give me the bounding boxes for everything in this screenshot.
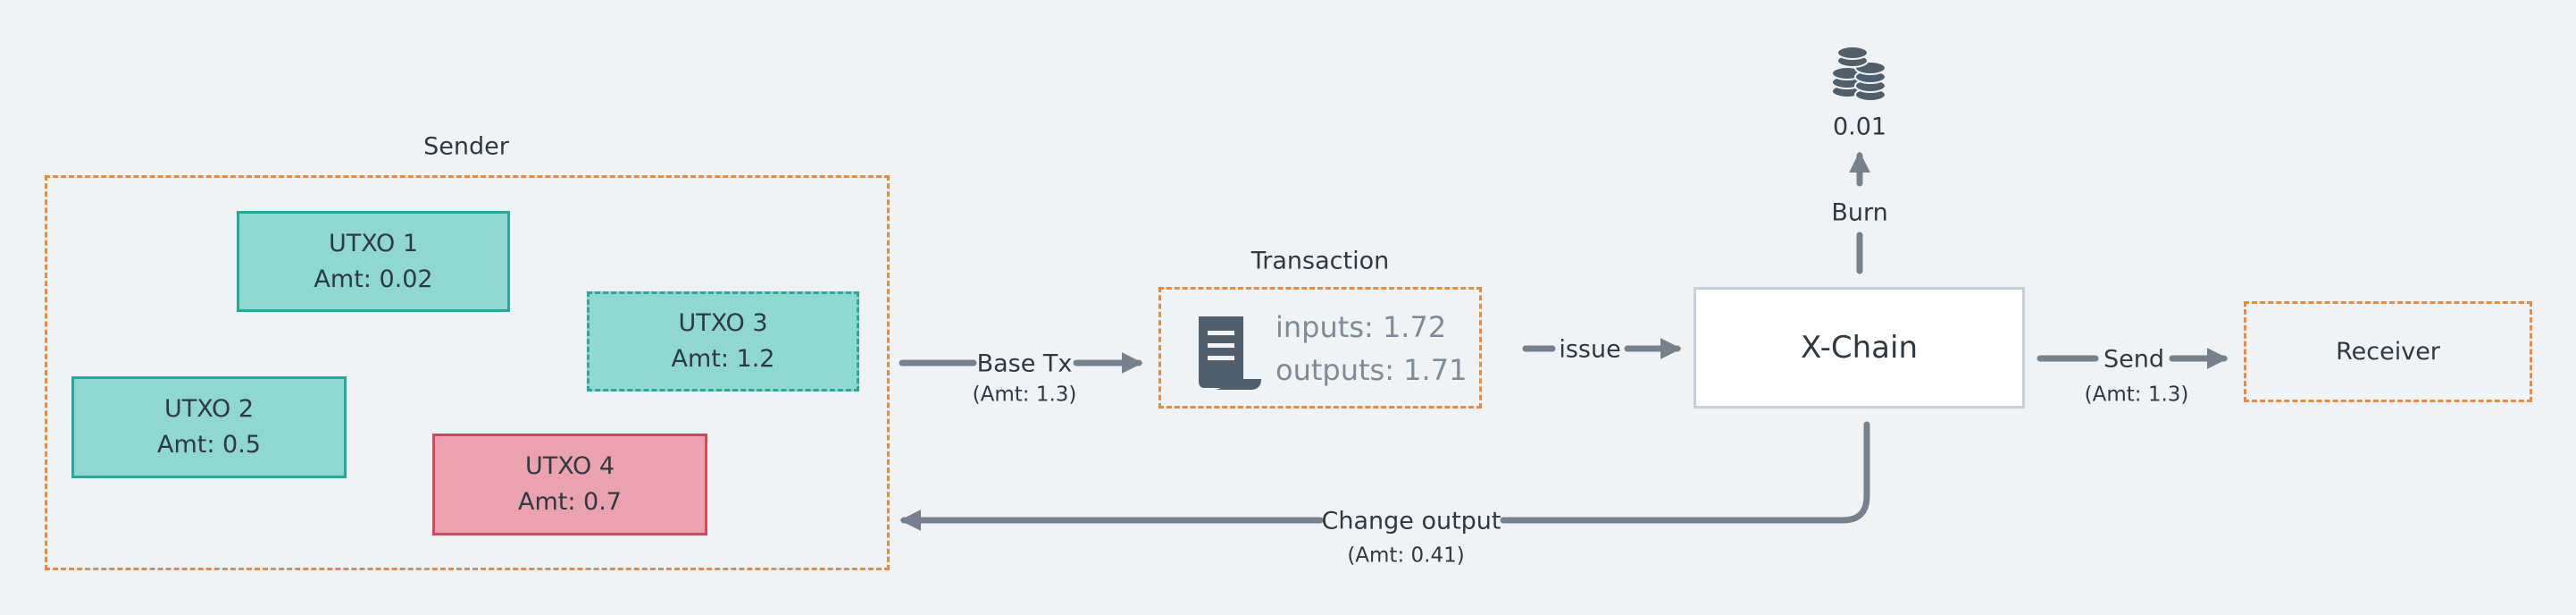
utxo-1-name: UTXO 1 [328,229,419,257]
change-output-arrow-right [1500,421,1870,524]
receiver-label: Receiver [2336,338,2440,366]
burn-value: 0.01 [1832,113,1887,141]
utxo-4-name: UTXO 4 [524,452,615,480]
base-tx-amount: (Amt: 1.3) [972,383,1077,407]
receipt-icon [1199,316,1261,390]
transaction-outputs: outputs: 1.71 [1275,353,1468,387]
utxo-4-amount: Amt: 0.7 [518,488,622,516]
sender-label: Sender [423,132,509,161]
coins-icon [1831,46,1886,102]
transaction-label: Transaction [1250,247,1390,275]
send-amount: (Amt: 1.3) [2084,383,2189,407]
sender-group [45,175,890,570]
transaction-box [1158,287,1482,409]
transaction-inputs: inputs: 1.72 [1275,310,1447,344]
utxo-4: UTXO 4 Amt: 0.7 [432,434,707,535]
x-chain-label: X-Chain [1801,330,1918,366]
utxo-3-name: UTXO 3 [678,309,768,337]
utxo-3: UTXO 3 Amt: 1.2 [587,291,859,392]
utxo-1: UTXO 1 Amt: 0.02 [237,211,510,312]
change-output-label: Change output [1321,507,1501,535]
base-tx-label: Base Tx [976,350,1073,378]
issue-label: issue [1559,335,1621,364]
burn-label: Burn [1831,198,1888,227]
send-label: Send [2103,345,2165,374]
x-chain-box: X-Chain [1694,287,2025,409]
utxo-3-amount: Amt: 1.2 [671,345,775,373]
utxo-2-amount: Amt: 0.5 [157,431,261,459]
receiver-box: Receiver [2244,301,2532,402]
utxo-2-name: UTXO 2 [163,395,255,423]
change-output-amount: (Amt: 0.41) [1347,543,1465,568]
utxo-1-amount: Amt: 0.02 [314,265,433,293]
utxo-2: UTXO 2 Amt: 0.5 [71,376,347,478]
